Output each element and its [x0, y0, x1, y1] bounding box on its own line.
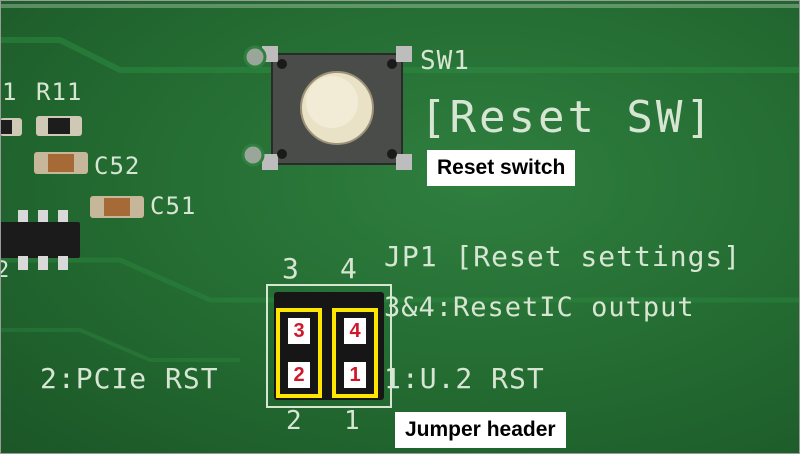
reset-switch-body: [262, 46, 412, 170]
resetic-output-label: 3&4:ResetIC output: [384, 292, 695, 323]
pcb-hole-bottom: [241, 143, 265, 167]
c52-label: C52: [94, 152, 141, 180]
pin1-bottom-label: 1: [344, 406, 361, 436]
u2-rst-label: 1:U.2 RST: [384, 362, 545, 395]
reset-switch-callout: Reset switch: [427, 150, 576, 186]
jumper-highlight-right: [332, 308, 378, 398]
r-partial-label: 1: [2, 78, 18, 106]
reset-ic: [0, 210, 80, 270]
capacitor-c52: [34, 152, 88, 174]
pin-3-label: 3: [288, 318, 310, 344]
pcb-hole-top: [243, 45, 267, 69]
u-partial-label: 2: [0, 258, 11, 283]
reset-sw-label: [Reset SW]: [420, 92, 715, 143]
capacitor-c51: [90, 196, 144, 218]
pin2-bottom-label: 2: [286, 406, 303, 436]
reset-switch: [262, 44, 412, 172]
pcie-rst-label: 2:PCIe RST: [40, 362, 219, 395]
jumper-highlight-left: [276, 308, 322, 398]
resistor-r11: [36, 116, 82, 136]
jumper-header-callout: Jumper header: [395, 412, 566, 448]
pin-4-label: 4: [344, 318, 366, 344]
pin-1-label: 1: [344, 362, 366, 388]
sw1-label: SW1: [420, 46, 470, 76]
r11-label: R11: [36, 78, 83, 106]
c51-label: C51: [150, 192, 197, 220]
pin3-top-label: 3: [282, 252, 300, 285]
pin4-top-label: 4: [340, 252, 358, 285]
jp1-label: JP1 [Reset settings]: [384, 240, 742, 273]
resistor-left: [0, 118, 22, 136]
pin-2-label: 2: [288, 362, 310, 388]
